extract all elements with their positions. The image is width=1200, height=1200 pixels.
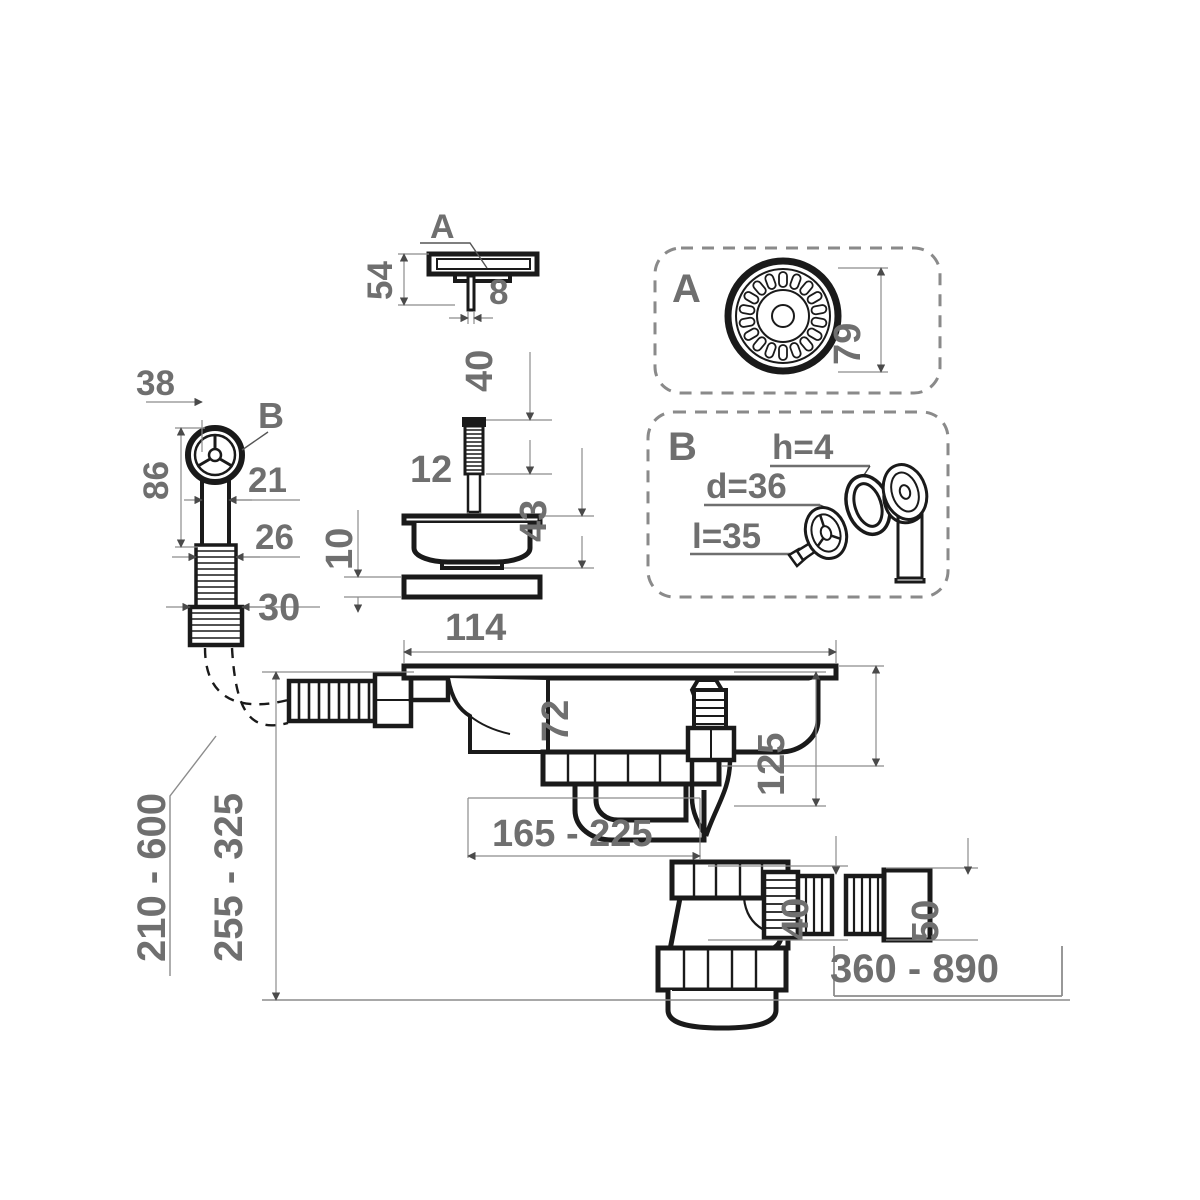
overflow-body-icon xyxy=(881,463,929,584)
strainer-basket-section xyxy=(401,513,543,570)
dim-basket-height: 43 xyxy=(513,500,555,542)
waste-outlet-inner xyxy=(593,784,689,823)
spec-h: h=4 xyxy=(772,428,834,467)
trap-side-outlet xyxy=(761,869,835,951)
corrugated-hose xyxy=(194,543,238,609)
dim-30: 30 xyxy=(258,587,300,629)
overflow-hose-stub xyxy=(286,671,414,729)
detail-box-a: A xyxy=(653,246,942,395)
overflow-route-upper xyxy=(203,647,289,706)
overflow-route-lower xyxy=(230,647,289,727)
dim-38: 38 xyxy=(136,364,175,403)
main-assembly: 114 72 125 165 - 225 40 50 360 - 89 xyxy=(130,607,1070,1031)
dim-255-325: 255 - 325 xyxy=(207,793,251,962)
dim-26: 26 xyxy=(255,518,294,557)
dim-210-600: 210 - 600 xyxy=(130,793,174,962)
overflow-riser xyxy=(685,678,737,838)
dim-flange-height: 54 xyxy=(361,261,400,300)
spec-l: l=35 xyxy=(692,517,761,556)
dim-86: 86 xyxy=(137,461,176,500)
dim-screw-length: 40 xyxy=(459,350,501,392)
dim-40-outlet: 40 xyxy=(775,898,817,940)
gasket-ring-icon xyxy=(844,473,892,537)
dim-50: 50 xyxy=(905,900,947,942)
dim-screw-diameter: 12 xyxy=(410,449,452,491)
detail-label-a-top: A xyxy=(430,208,455,246)
strainer-seal-plate xyxy=(401,574,543,600)
dim-125: 125 xyxy=(751,733,793,796)
detail-box-a-frame xyxy=(653,246,942,395)
dim-stud-diameter: 8 xyxy=(489,273,508,312)
dim-21: 21 xyxy=(248,461,287,500)
detail-strainer-flange-section: A 54 8 xyxy=(361,208,540,324)
sink-strainer-basket-top-view xyxy=(724,257,842,375)
detail-box-a-label: A xyxy=(672,267,701,311)
dim-114: 114 xyxy=(445,607,506,649)
spec-d: d=36 xyxy=(706,467,787,506)
strainer-screw xyxy=(462,417,486,514)
waste-outlet-u-tube xyxy=(572,784,707,843)
hose-end-nut xyxy=(187,604,245,648)
dim-360-890: 360 - 890 xyxy=(830,947,999,991)
overflow-cap-icon xyxy=(803,506,849,560)
overflow-assembly-elevation: B 38 86 21 26 30 xyxy=(136,364,320,727)
detail-label-b-left: B xyxy=(258,395,284,436)
dim-72: 72 xyxy=(535,700,577,742)
dim-strainer-diameter: 79 xyxy=(827,323,869,365)
dim-165-225: 165 - 225 xyxy=(492,813,653,855)
dim-seal-thickness: 10 xyxy=(319,528,361,570)
outlet-pipe xyxy=(843,867,933,943)
strainer-parts-exploded: 40 12 43 10 xyxy=(319,350,594,613)
detail-box-b-label: B xyxy=(668,425,697,469)
detail-box-b: B h=4 d=36 l=35 xyxy=(646,410,950,599)
